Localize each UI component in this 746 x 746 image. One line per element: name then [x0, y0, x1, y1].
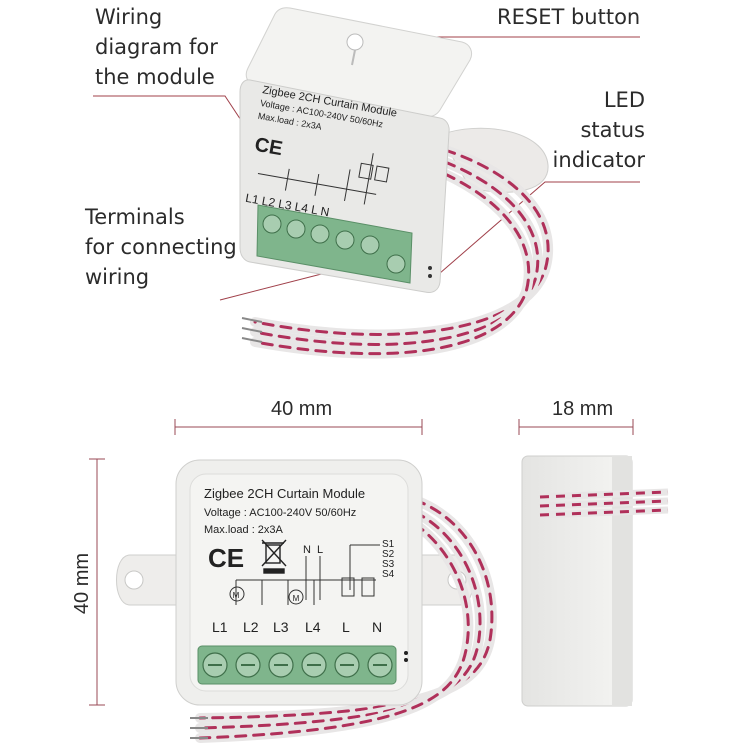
label-voltage: Voltage : AC100-240V 50/60Hz	[204, 507, 356, 519]
terminal-screw	[262, 214, 282, 234]
callout-line: Terminals	[85, 205, 185, 229]
led-indicator-callout: LED status indicator	[553, 85, 645, 175]
label-title: Zigbee 2CH Curtain Module	[204, 486, 365, 501]
wire-bundle-front	[195, 495, 497, 743]
wiring-diagram-callout: Wiring diagram for the module	[95, 2, 218, 92]
callout-line: LED	[603, 88, 645, 112]
label-n: N	[372, 619, 382, 635]
label-l4: L4	[305, 619, 321, 635]
wire-tips-top	[241, 317, 263, 343]
label-top-n: N	[303, 544, 311, 556]
label-l3: L3	[273, 619, 289, 635]
leader-led	[431, 181, 640, 281]
depth-dimension-label: 18 mm	[552, 398, 614, 420]
label-max-load: Max.load : 2x3A	[204, 524, 284, 536]
ce-mark: CE	[253, 134, 284, 160]
callout-line: indicator	[552, 148, 645, 172]
module-side-view	[521, 455, 669, 707]
mounting-tab-left	[116, 554, 181, 606]
weee-bin-icon	[261, 539, 287, 574]
svg-text:M: M	[293, 594, 300, 603]
label-s2: S2	[382, 549, 395, 560]
label-l2: L2	[243, 619, 259, 635]
label-l: L	[342, 619, 350, 635]
terminal-screw	[360, 235, 380, 255]
led-indicator	[404, 651, 408, 655]
module-perspective: Zigbee 2CH Curtain Module Voltage : AC10…	[239, 7, 554, 359]
terminal-screw	[286, 219, 306, 239]
reset-button-hole	[346, 33, 364, 51]
callout-line: the module	[95, 65, 215, 89]
width-dimension-label: 40 mm	[271, 398, 333, 420]
reset-button-callout: RESET button	[497, 5, 641, 29]
callout-line: wiring	[85, 265, 150, 289]
terminal-strip	[197, 645, 397, 685]
svg-text:M: M	[233, 591, 240, 600]
label-s3: S3	[382, 559, 395, 570]
wire-bundle-top	[250, 145, 554, 359]
terminal-screw	[386, 254, 406, 274]
wiring-schematic-front	[229, 544, 380, 605]
dimension-lines	[89, 419, 634, 706]
terminal-screw	[335, 230, 355, 250]
callout-line: status	[580, 118, 645, 142]
led-indicator	[428, 266, 432, 270]
terminal-screws-top	[262, 214, 406, 274]
label-s4: S4	[382, 569, 395, 580]
wiring-schematic-top	[257, 153, 390, 205]
motor-symbol	[229, 586, 245, 602]
module-front-view: Zigbee 2CH Curtain Module Voltage : AC10…	[116, 459, 497, 743]
motor-symbol	[288, 589, 304, 605]
label-l1: L1	[212, 619, 228, 635]
callout-line: for connecting	[85, 235, 237, 259]
leader-wiring	[93, 95, 263, 153]
terminal-screw	[310, 224, 330, 244]
callout-line: Wiring	[95, 5, 163, 29]
ce-mark: CE	[208, 543, 244, 573]
terminals-callout: Terminals for connecting wiring	[85, 202, 237, 292]
label-top-l: L	[317, 544, 323, 556]
callout-line: diagram for	[95, 35, 218, 59]
label-s1: S1	[382, 539, 395, 550]
wire-tips-front	[190, 717, 208, 739]
